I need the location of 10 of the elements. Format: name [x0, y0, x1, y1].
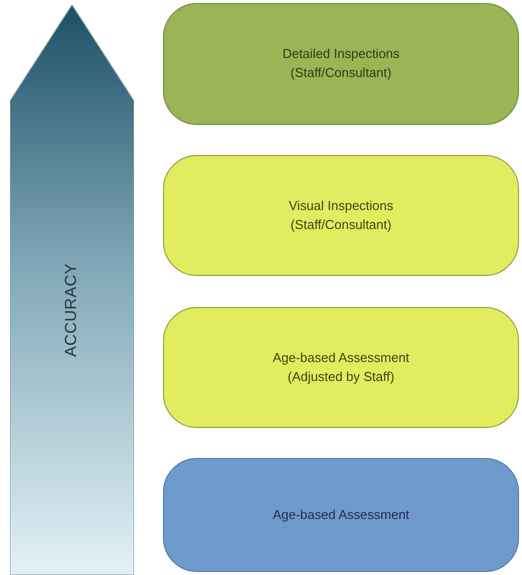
box-label: Age-based Assessment	[272, 506, 410, 524]
box-label: Visual Inspections (Staff/Consultant)	[288, 196, 394, 234]
box-label: Detailed Inspections (Staff/Consultant)	[281, 45, 401, 82]
axis-label: ACCURACY	[63, 263, 81, 357]
process-box	[163, 458, 519, 572]
accuracy-arrow	[10, 5, 134, 575]
process-box	[163, 307, 519, 428]
process-box	[163, 3, 519, 125]
process-box	[163, 155, 519, 276]
box-label: Age-based Assessment (Adjusted by Staff)	[272, 348, 410, 386]
